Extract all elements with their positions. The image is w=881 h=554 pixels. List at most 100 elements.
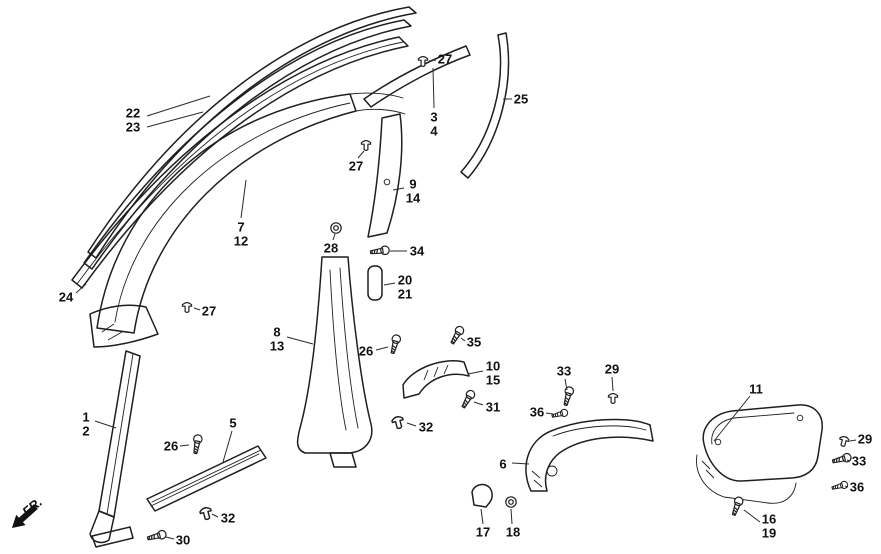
part-label-35-20: 35 xyxy=(467,335,481,350)
rear-armrest-hole-left xyxy=(714,438,722,446)
part-label-14-9: 14 xyxy=(406,191,421,206)
part-label-30-34: 30 xyxy=(176,533,190,548)
leader-line-33-41 xyxy=(846,459,851,462)
part-label-26-31: 26 xyxy=(164,439,178,454)
clip-strip-20-21 xyxy=(367,265,383,301)
bracket-10-15 xyxy=(402,360,470,399)
armrest-body xyxy=(525,418,654,492)
b-pillar-upper-garnish xyxy=(367,113,403,238)
sill-plate-lines xyxy=(150,449,262,507)
part-label-29-40: 29 xyxy=(858,432,872,447)
sill-plate-body xyxy=(146,445,267,512)
leader-line-35-20 xyxy=(460,337,466,342)
a-pillar-garnish-foot xyxy=(89,304,159,348)
part-label-22-0: 22 xyxy=(126,106,140,121)
part-label-12-11: 12 xyxy=(234,234,248,249)
part-label-10-21: 10 xyxy=(486,359,500,374)
leader-line-18-37 xyxy=(510,508,513,525)
part-label-29-25: 29 xyxy=(605,362,619,377)
leader-line-7-10 xyxy=(240,179,247,219)
part-label-27-16: 27 xyxy=(202,304,216,319)
armrest-hatch xyxy=(531,470,543,488)
screw-26-icon xyxy=(387,333,403,355)
cap-17 xyxy=(471,483,493,508)
leader-line-27-3 xyxy=(428,59,437,62)
clip-32-icon xyxy=(390,414,406,431)
part-label-31-23: 31 xyxy=(486,400,500,415)
center-pillar-garnish xyxy=(296,256,373,454)
a-pillar-garnish-band xyxy=(96,93,357,334)
clip-29-icon xyxy=(607,393,619,404)
screw-34-icon xyxy=(369,244,391,258)
grommet-28-icon xyxy=(330,222,342,234)
part-label-32-32: 32 xyxy=(419,420,433,435)
armrest-top-line xyxy=(552,425,647,437)
part-label-33-24: 33 xyxy=(557,364,571,379)
screw-33-icon xyxy=(831,451,853,467)
leader-line-36-42 xyxy=(844,485,849,488)
part-label-9-8: 9 xyxy=(409,177,416,192)
sill-garnish-flange xyxy=(91,526,134,548)
part-label-28-12: 28 xyxy=(324,241,338,256)
a-pillar-garnish-7-12 xyxy=(89,92,406,348)
part-label-3-5: 3 xyxy=(430,110,437,125)
leader-line-22-0 xyxy=(146,95,211,117)
clip-32-icon xyxy=(198,505,214,522)
rear-armrest-hole-right xyxy=(796,414,804,422)
garnish-bottom-tab xyxy=(329,452,357,468)
leader-line-8-17 xyxy=(286,336,314,345)
part-label-16-38: 16 xyxy=(762,512,776,527)
part-label-27-7: 27 xyxy=(349,159,363,174)
part-label-25-4: 25 xyxy=(514,92,528,107)
part-label-4-6: 4 xyxy=(430,124,438,139)
part-label-1-28: 1 xyxy=(82,410,89,425)
part-label-34-13: 34 xyxy=(410,244,425,259)
sill-garnish-strip xyxy=(98,350,141,518)
strip-3-4 xyxy=(363,45,471,108)
leader-line-6-33 xyxy=(511,462,530,465)
screw-26-icon xyxy=(190,433,204,455)
part-label-20-14: 20 xyxy=(398,273,412,288)
molding-22 xyxy=(87,6,417,259)
leader-line-9-8 xyxy=(392,187,405,191)
leader-line-27-16 xyxy=(193,307,201,311)
part-label-5-30: 5 xyxy=(229,416,236,431)
molding-23 xyxy=(83,19,412,270)
leader-line-5-30 xyxy=(222,430,233,463)
part-label-32-35: 32 xyxy=(221,511,235,526)
leader-line-24-2 xyxy=(75,283,87,294)
center-pillar-garnish-8-13 xyxy=(296,256,373,468)
leader-line-33-24 xyxy=(564,378,568,391)
clip-29-icon xyxy=(837,435,851,449)
fr-arrow-icon xyxy=(12,504,38,528)
leader-line-16-38 xyxy=(743,509,761,523)
front-sill-garnish-1-2 xyxy=(89,350,141,548)
sill-plate-5 xyxy=(146,445,267,512)
molding-24-inner-line xyxy=(76,41,404,285)
leader-line-27-7 xyxy=(357,150,365,159)
sill-garnish-line xyxy=(106,353,134,515)
leader-line-26-19 xyxy=(375,346,389,351)
roof-rail-strips xyxy=(363,32,510,179)
fr-direction-indicator: FR. xyxy=(12,494,45,528)
part-label-33-41: 33 xyxy=(852,454,866,469)
screw-31-icon xyxy=(459,388,477,410)
part-label-13-18: 13 xyxy=(270,339,284,354)
part-label-18-37: 18 xyxy=(506,525,520,540)
part-label-19-39: 19 xyxy=(762,526,776,541)
bracket-hatch xyxy=(423,364,449,381)
leader-line-20-14 xyxy=(383,282,396,286)
sill-garnish-foot xyxy=(89,510,115,544)
rear-armrest-inner-line xyxy=(711,412,795,445)
part-label-36-42: 36 xyxy=(850,480,864,495)
part-label-23-1: 23 xyxy=(126,120,140,135)
leader-line-30-34 xyxy=(165,536,175,540)
leader-line-23-1 xyxy=(146,111,204,128)
leader-line-29-40 xyxy=(849,439,857,442)
leader-line-32-32 xyxy=(406,422,417,427)
roof-rail-lines xyxy=(349,92,406,115)
rear-armrest-bracket xyxy=(696,454,797,504)
